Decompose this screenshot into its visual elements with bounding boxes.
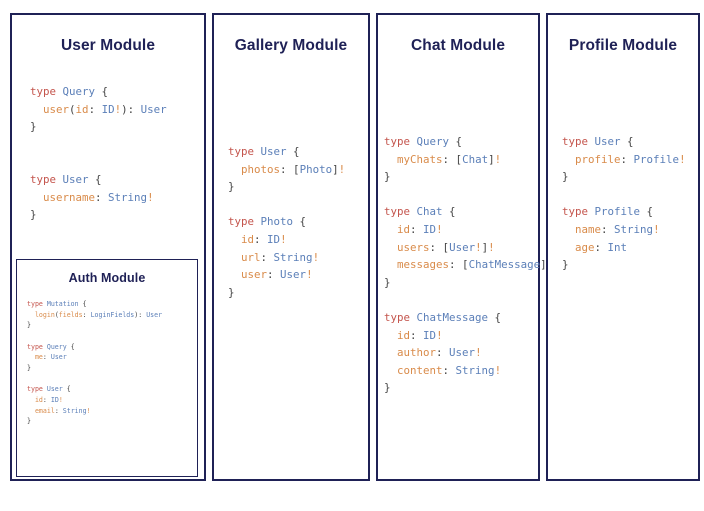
code-line: type Query { <box>27 342 75 351</box>
code-line: ​ <box>384 291 538 309</box>
code-line: type User { <box>228 145 300 158</box>
schema-code-auth: type Mutation { login(fields: LoginField… <box>27 299 197 427</box>
code-line: email: String! <box>34 406 91 415</box>
code-line: } <box>384 170 391 184</box>
module-title-gallery: Gallery Module <box>234 37 348 54</box>
code-line: login(fields: LoginFields): User <box>34 310 163 319</box>
code-line: type User { <box>562 135 634 148</box>
code-line: } <box>562 258 569 272</box>
code-line: } <box>27 321 31 330</box>
code-line: ​ <box>30 136 204 154</box>
code-line: type ChatMessage { <box>384 310 502 324</box>
code-line: id: ID! <box>397 328 443 342</box>
code-line: id: ID! <box>34 396 63 405</box>
code-line: } <box>27 364 31 373</box>
schema-code-profile: type User { profile: Profile!} ​type Prof… <box>562 133 698 274</box>
code-line: } <box>27 417 31 426</box>
schema-code-user: type Query { user(id: ID!): User}​​type … <box>30 83 204 224</box>
code-line: type User { <box>30 172 102 186</box>
code-line: } <box>30 208 37 222</box>
code-line: } <box>384 275 391 289</box>
module-card-chat[interactable]: Chat Module type Query { myChats: [Chat]… <box>376 13 553 481</box>
module-card-user[interactable]: User Module type Query { user(id: ID!): … <box>10 13 206 481</box>
code-line: content: String! <box>397 363 502 377</box>
module-card-auth[interactable]: Auth Module type Mutation { login(fields… <box>16 259 198 477</box>
module-title-chat: Chat Module <box>410 37 506 54</box>
module-title-profile: Profile Module <box>568 37 678 54</box>
code-line: age: Int <box>575 240 628 254</box>
module-card-profile[interactable]: Profile Module type User { profile: Prof… <box>546 13 700 481</box>
code-line: } <box>30 120 37 134</box>
code-line: myChats: [Chat]! <box>397 152 502 166</box>
code-line: profile: Profile! <box>575 152 686 166</box>
code-line: type Photo { <box>228 215 307 229</box>
schema-code-chat: type Query { myChats: [Chat]!}​type Chat… <box>384 133 553 397</box>
code-line: type Profile { <box>562 205 654 219</box>
code-line: ​ <box>228 196 368 214</box>
code-line: id: ID! <box>397 222 443 236</box>
code-line: } <box>228 180 235 194</box>
code-line: ​ <box>562 186 698 204</box>
code-line: ​ <box>30 153 204 171</box>
code-line: type Mutation { <box>27 300 87 308</box>
code-line: type Chat { <box>384 205 456 219</box>
code-line: user(id: ID!): User <box>43 102 167 116</box>
code-line: me: User <box>34 353 67 362</box>
code-line: user: User! <box>241 268 313 282</box>
code-line: } <box>384 381 391 395</box>
code-line: users: [User!]! <box>397 240 495 254</box>
code-line: type Query { <box>30 85 109 98</box>
code-line: photos: [Photo]! <box>241 162 346 176</box>
module-title-user: User Module <box>60 37 156 54</box>
code-line: ​ <box>384 186 538 204</box>
code-line: id: ID! <box>241 232 287 246</box>
code-line: name: String! <box>575 222 660 236</box>
schema-code-gallery: type User { photos: [Photo]!} ​type Photo… <box>228 143 368 301</box>
code-line: } <box>228 285 235 299</box>
code-line: } <box>562 170 569 184</box>
code-line: type Query { <box>384 135 463 148</box>
code-line: author: User! <box>397 346 482 360</box>
code-line: type User { <box>27 385 71 394</box>
module-card-gallery[interactable]: Gallery Module type User { photos: [Phot… <box>212 13 370 481</box>
module-title-auth: Auth Module <box>68 271 146 285</box>
code-line: messages: [ChatMessage]! <box>397 258 553 272</box>
code-line: ​ <box>27 374 197 385</box>
code-line: url: String! <box>241 250 320 264</box>
code-line: ​ <box>27 331 197 342</box>
code-line: username: String! <box>43 190 154 204</box>
